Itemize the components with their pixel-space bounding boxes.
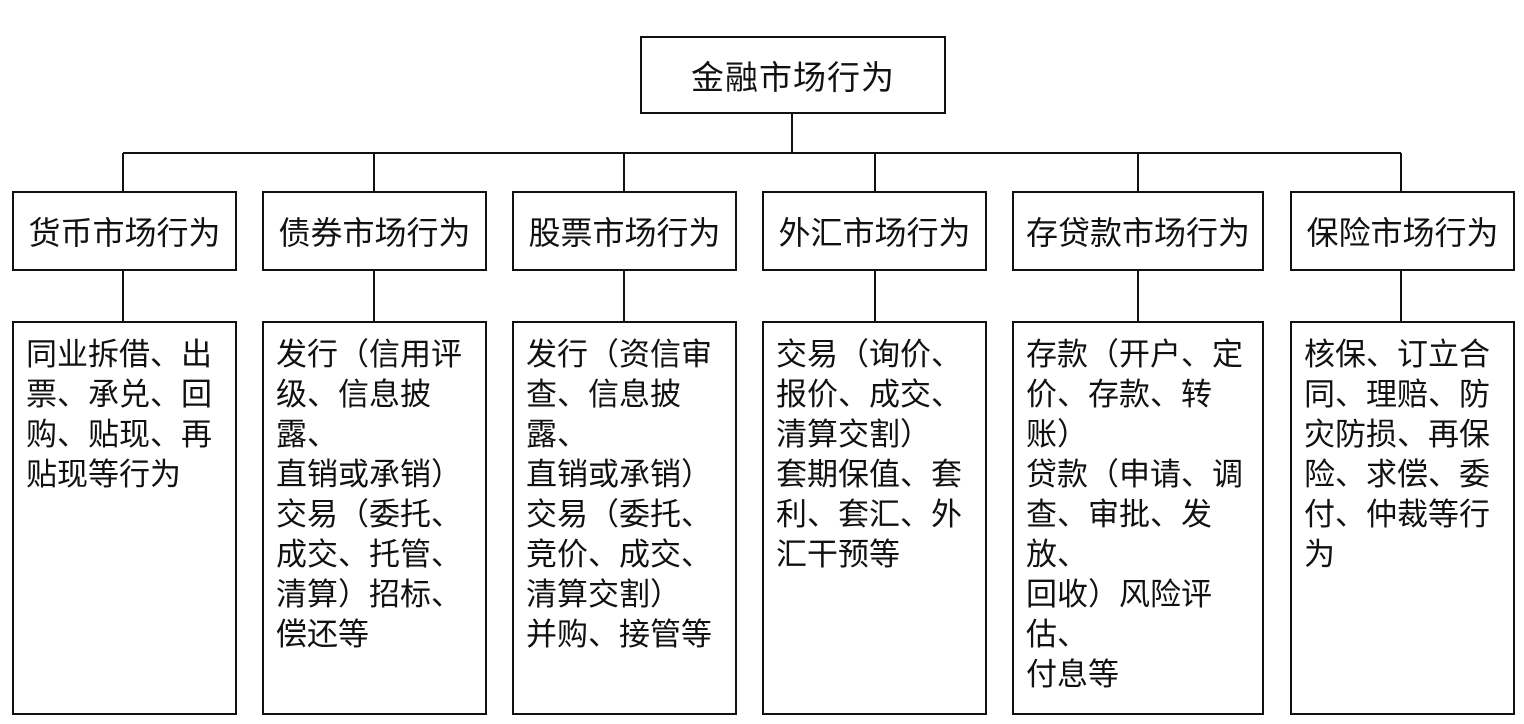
category-node-bond-market: 债券市场行为 [262, 191, 487, 271]
root-node-label: 金融市场行为 [691, 58, 895, 97]
category-node-insurance-market: 保险市场行为 [1290, 191, 1515, 271]
category-label: 保险市场行为 [1306, 214, 1499, 252]
detail-box-money-market: 同业拆借、出 票、承兑、回 购、贴现、再 贴现等行为 [12, 321, 237, 715]
detail-box-deposit-loan-market: 存款（开户、定 价、存款、转账） 贷款（申请、调 查、审批、发放、 回收）风险评… [1012, 321, 1264, 715]
detail-box-stock-market: 发行（资信审 查、信息披露、 直销或承销） 交易（委托、 竞价、成交、 清算交割… [512, 321, 737, 715]
detail-box-forex-market: 交易（询价、 报价、成交、 清算交割） 套期保值、套 利、套汇、外 汇干预等 [762, 321, 987, 715]
category-label: 股票市场行为 [528, 214, 721, 252]
detail-box-bond-market: 发行（信用评 级、信息披露、 直销或承销） 交易（委托、 成交、托管、 清算）招… [262, 321, 487, 715]
detail-box-insurance-market: 核保、订立合 同、理赔、防 灾防损、再保 险、求偿、委 付、仲裁等行 为 [1290, 321, 1515, 715]
category-label: 存贷款市场行为 [1025, 214, 1250, 252]
category-label: 外汇市场行为 [778, 214, 971, 252]
root-node: 金融市场行为 [640, 36, 946, 114]
category-node-forex-market: 外汇市场行为 [762, 191, 987, 271]
category-node-money-market: 货币市场行为 [12, 191, 237, 271]
category-node-stock-market: 股票市场行为 [512, 191, 737, 271]
category-node-deposit-loan-market: 存贷款市场行为 [1012, 191, 1264, 271]
category-label: 货币市场行为 [28, 214, 221, 252]
category-label: 债券市场行为 [278, 214, 471, 252]
